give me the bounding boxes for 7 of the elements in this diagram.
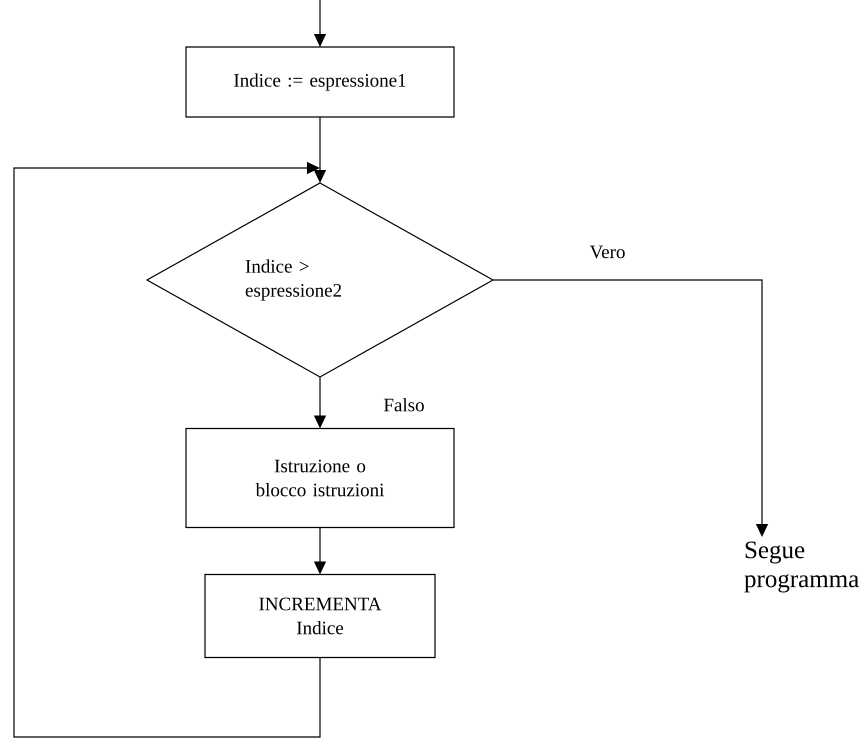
edge-label: Falso [384, 398, 424, 412]
arrow [13, 162, 321, 738]
process-box: INCREMENTA Indice [204, 574, 436, 658]
output-text: Segue programma [744, 542, 859, 592]
edge-label: Vero [590, 246, 625, 258]
process-box: Indice := espressione1 [185, 46, 455, 118]
process-box: Istruzione o blocco istruzioni [185, 428, 455, 528]
